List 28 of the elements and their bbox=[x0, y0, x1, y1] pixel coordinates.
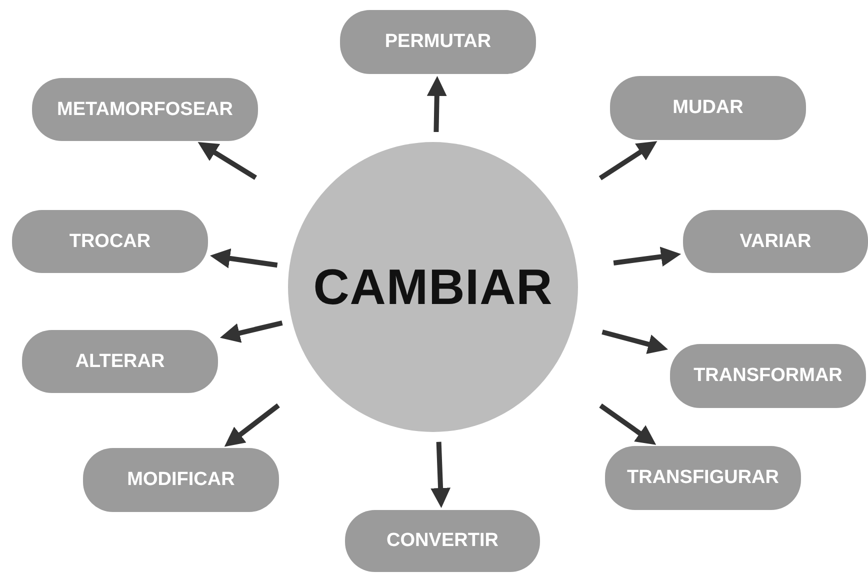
arrow bbox=[426, 76, 447, 132]
synonym-pill bbox=[83, 448, 279, 512]
synonym-pill bbox=[22, 330, 218, 393]
synonym-word: MUDAR bbox=[672, 97, 744, 119]
arrow bbox=[198, 142, 258, 180]
synonym-word: VARIAR bbox=[740, 230, 812, 252]
synonym-word: TRANSFORMAR bbox=[694, 365, 842, 387]
arrow bbox=[430, 442, 451, 508]
central-word: CAMBIAR bbox=[313, 258, 553, 316]
synonym-word: METAMORFOSEAR bbox=[57, 98, 233, 120]
arrow bbox=[220, 320, 283, 343]
synonym-word: MODIFICAR bbox=[127, 469, 235, 491]
synonym-word: TRANSFIGURAR bbox=[627, 467, 779, 489]
arrow bbox=[224, 403, 280, 447]
synonym-word: CONVERTIR bbox=[386, 530, 498, 552]
arrow bbox=[599, 404, 656, 445]
synonym-pill bbox=[605, 446, 801, 510]
synonym-pill bbox=[610, 76, 806, 140]
arrow bbox=[613, 246, 682, 267]
synonym-word: ALTERAR bbox=[75, 350, 165, 372]
synonym-pill bbox=[340, 10, 536, 74]
synonym-pill bbox=[683, 210, 868, 273]
arrow bbox=[210, 248, 278, 268]
synonym-word: PERMUTAR bbox=[384, 31, 492, 53]
arrow bbox=[602, 330, 668, 354]
arrow bbox=[598, 141, 658, 180]
synonym-word: TROCAR bbox=[69, 230, 151, 252]
synonym-pill bbox=[670, 344, 866, 408]
